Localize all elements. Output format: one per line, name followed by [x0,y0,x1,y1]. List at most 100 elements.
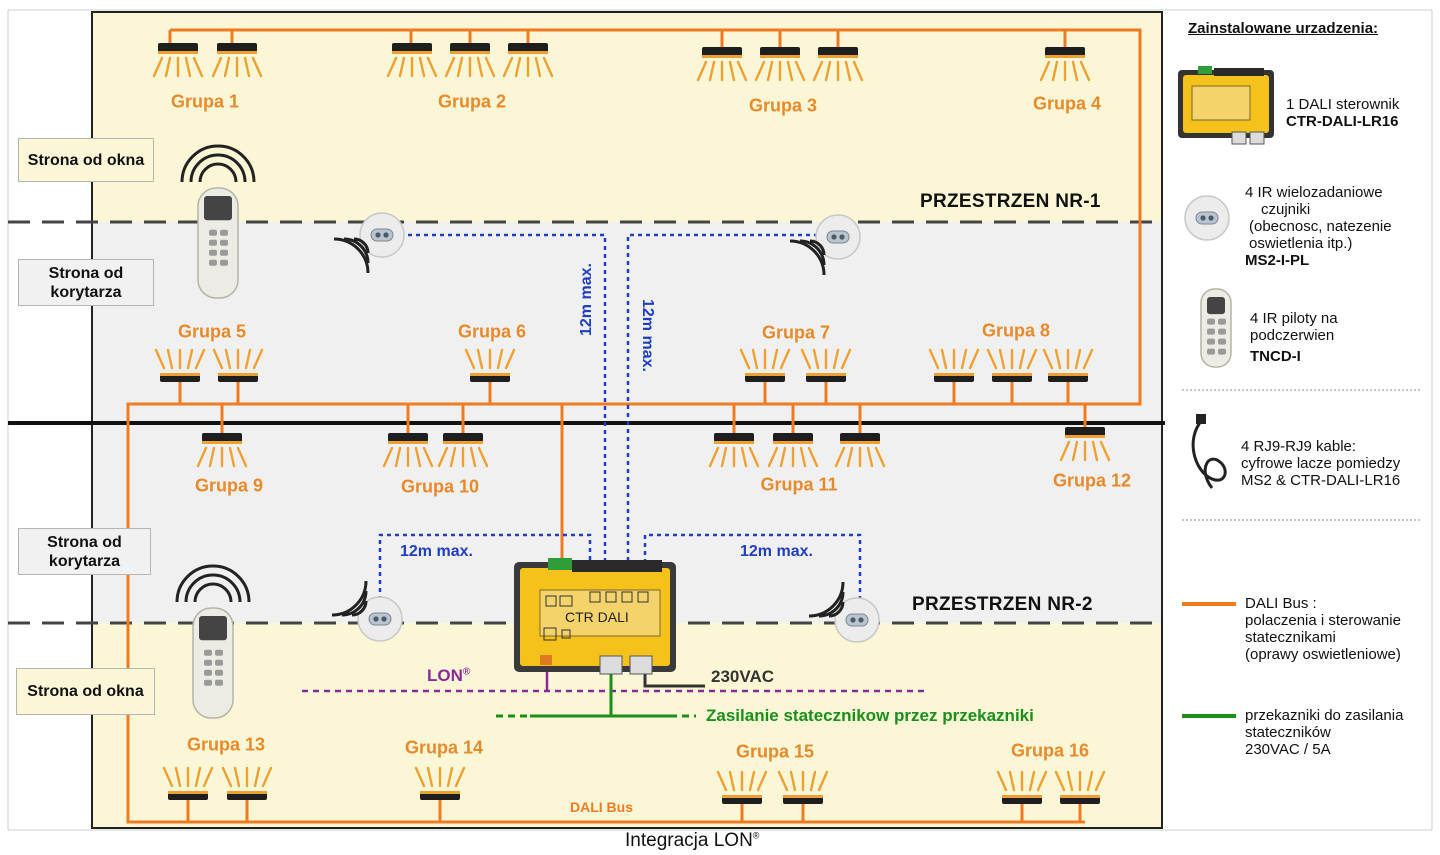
light-fixture-icon [196,433,248,468]
controller-label: CTR DALI [565,609,629,625]
light-fixture-icon [152,43,204,78]
light-fixture-icon [834,433,886,468]
legend-remote-line2: podczerwien [1250,327,1335,344]
distance-label-vertical-2: 12m max. [634,299,660,395]
distance-label-right: 12m max. [740,543,813,560]
legend-dali-line3: statecznikami [1245,629,1336,646]
ir-sensors [331,195,1230,643]
light-fixture-icon [800,348,852,382]
light-fixture-icon [502,43,554,78]
legend-dali-line2: polaczenia i sterowanie [1245,612,1401,629]
legend-relay-line1: przekazniki do zasilania [1245,707,1404,724]
light-fixture-icon [444,43,496,78]
light-fixtures [152,43,1111,804]
group-label: Grupa 1 [170,91,240,112]
caption-reg-mark: ® [752,830,760,841]
outer-frame [7,9,1433,831]
relay-label: Zasilanie statecznikow przez przekazniki [706,706,1034,725]
sensor-data-links [378,233,862,608]
ir-sensor-icon [333,212,405,274]
distance-label-left: 12m max. [400,543,473,560]
dali-bus-label: DALI Bus [570,799,633,815]
legend-cable-line1: 4 RJ9-RJ9 kable: [1241,438,1357,455]
legend-controller-line1: 1 DALI sterownik [1286,96,1400,113]
group-label: Grupa 11 [760,474,838,495]
legend-controller-model: CTR-DALI-LR16 [1286,113,1399,130]
ir-sensor-icon [331,580,403,642]
ir-sensor-icon [1184,195,1230,241]
legend-remote-text: 4 IR piloty na podczerwien TNCD-I [1250,310,1338,365]
light-fixture-icon [767,433,819,468]
power-label: 230VAC [711,667,774,686]
legend-cable-line3: MS2 & CTR-DALI-LR16 [1241,472,1401,489]
light-fixture-icon [386,43,438,78]
ir-sensor-icon [808,581,880,643]
light-fixture-icon [212,348,264,382]
group-label: Grupa 10 [400,476,480,497]
space-1-title: PRZESTRZEN NR-1 [920,191,1101,212]
light-fixture-icon [154,348,206,382]
group-label: Grupa 13 [186,734,266,755]
side-label-corridor-2: Strona od korytarza [18,528,151,575]
light-fixture-icon [1059,427,1111,462]
group-label: Grupa 2 [437,91,507,112]
lon-label: LON® [427,666,470,686]
ir-remote-icon [175,564,251,719]
legend-sensor-line2: czujniki [1261,201,1311,218]
group-label: Grupa 16 [1010,740,1090,761]
group-label: Grupa 3 [748,95,818,116]
group-label: Grupa 4 [1032,93,1102,114]
window-zone-top [92,12,1162,222]
group-label: Grupa 5 [177,321,247,342]
group-label: Grupa 9 [194,475,264,496]
caption-text: Integracja LON [625,830,753,851]
light-fixture-icon [1042,348,1094,382]
ir-remote-icon [180,144,256,299]
side-label-corridor-1: Strona od korytarza [18,259,154,306]
light-fixture-icon [382,433,434,468]
light-fixture-icon [777,770,829,804]
light-fixture-icon [708,433,760,468]
legend-dali-line1: DALI Bus : [1245,595,1317,612]
side-label-window-top: Strona od okna [18,138,154,182]
dali-bus-wiring [126,28,1142,824]
light-fixture-icon [696,47,748,82]
group-label: Grupa 14 [404,737,484,758]
legend-relay-line2: stateczników [1245,724,1331,741]
light-fixture-icon [162,766,214,800]
legend-relay-line3: 230VAC / 5A [1245,741,1331,758]
group-label: Grupa 6 [457,321,527,342]
building-outline [91,11,1163,829]
light-fixture-icon [1039,47,1091,82]
light-fixture-icon [414,766,466,800]
ctr-dali-controller-icon [514,558,676,675]
legend-sensor-text: 4 IR wielozadaniowe czujniki (obecnosc, … [1245,184,1392,269]
light-fixture-icon [986,348,1038,382]
distance-text-1: 12m max. [578,263,595,336]
legend-remote-line1: 4 IR piloty na [1250,310,1338,327]
light-fixture-icon [1054,770,1106,804]
legend-controller-text: 1 DALI sterownik CTR-DALI-LR16 [1286,96,1399,130]
legend-controller-icon [1178,66,1274,145]
legend-cable-icon [1191,419,1227,489]
side-label-window-bottom: Strona od okna [16,668,155,715]
legend-sensor-model: MS2-I-PL [1245,252,1310,269]
light-fixture-icon [211,43,263,78]
light-fixture-icon [996,770,1048,804]
legend-cable-plug-icon [1196,414,1206,424]
legend-sensor-line1: 4 IR wielozadaniowe [1245,184,1383,201]
ir-remote-icon [1200,288,1232,368]
light-fixture-icon [812,47,864,82]
distance-label-vertical-1: 12m max. [574,252,600,342]
legend-dali-line4: (oprawy oswietleniowe) [1245,646,1401,663]
group-label: Grupa 15 [735,741,815,762]
space-2-title: PRZESTRZEN NR-2 [912,594,1093,615]
legend-dali-bus-text: DALI Bus : polaczenia i sterowanie state… [1245,595,1401,663]
ir-sensor-icon [789,214,861,276]
light-fixture-icon [754,47,806,82]
legend-sensor-line3: (obecnosc, natezenie [1249,218,1392,235]
group-label: Grupa 12 [1052,470,1132,491]
light-fixture-icon [221,766,273,800]
